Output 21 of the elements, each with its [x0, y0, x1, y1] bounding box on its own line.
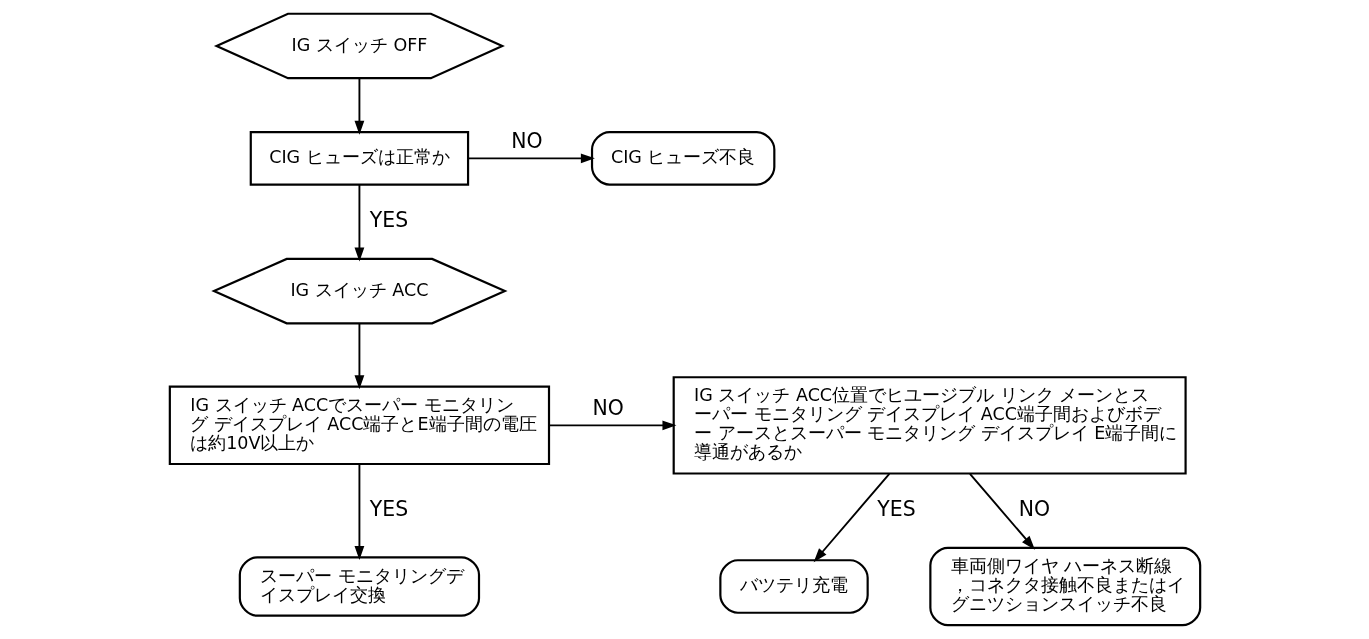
node-box: IG スイッチ ACC位置でヒユージブル リンク メーンとスーパー モニタリング デイスプレイ ACC端子間およびボデー アースとスーパー モニタリング デイスプレイ E端子間に導通があるか: [672, 376, 1187, 475]
arrow: [466, 153, 595, 164]
node-box: 車両側ワイヤ ハーネス断線，コネクタ接触不良またはイグニツションスイッチ不良: [928, 546, 1201, 627]
edge-label: YES: [369, 497, 408, 522]
edge-label: NO: [510, 129, 542, 154]
node-box: スーパー モニタリングデイスプレイ交換: [238, 556, 480, 617]
node-box: IG スイッチ ACCでスーパー モニタリング デイスプレイ ACC端子とE端子間の電圧は約10V以上か: [168, 385, 550, 466]
arrow: [354, 77, 364, 135]
node-box: CIG ヒューズ不良: [590, 131, 775, 186]
node-box: CIG ヒューズは正常か: [249, 131, 469, 186]
node-box: バツテリ充電: [718, 559, 869, 614]
edge-label: YES: [369, 208, 408, 233]
arrow: [354, 463, 364, 561]
arrow: [813, 472, 890, 563]
edge-label: NO: [591, 396, 624, 421]
arrow: [354, 183, 364, 262]
arrow: [354, 322, 364, 390]
arrow: [547, 420, 676, 431]
edge-label: NO: [1018, 497, 1050, 522]
edge-label: YES: [876, 497, 916, 522]
arrow: [968, 472, 1035, 550]
